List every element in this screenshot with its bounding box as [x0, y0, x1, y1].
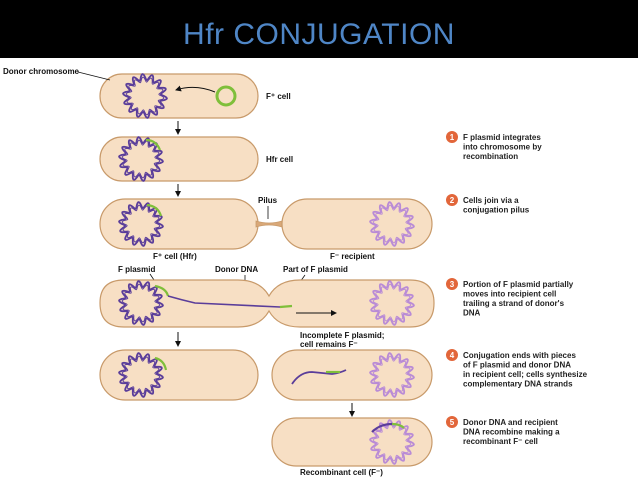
label-fminus-recipient: F⁻ recipient	[330, 252, 375, 261]
recombinant-chromosome	[369, 419, 415, 465]
recombined-f-segment	[391, 422, 405, 429]
recipient-chromosome-row3	[369, 201, 415, 247]
step-4-line-2: of F plasmid and donor DNA	[463, 361, 571, 370]
step-3-line-3: trailing a strand of donor's	[463, 299, 565, 308]
step-5-badge	[446, 416, 458, 428]
donor-chromosome-row3-inner-strand	[121, 204, 161, 244]
donor-chromosome-hfr-inner-strand	[121, 139, 161, 179]
label-fplus-cell: F⁺ cell	[266, 92, 291, 101]
step-4-line-3: in recipient cell; cells synthesize	[463, 370, 588, 379]
recipient-cell-after	[271, 349, 433, 401]
step-2-badge	[446, 194, 458, 206]
arrow-plasmid-integrates	[175, 85, 216, 93]
recipient-chromosome-row3-inner-strand	[372, 204, 412, 244]
recipient-chromosome-row5-inner-strand	[372, 355, 412, 395]
step-4-number: 4	[450, 351, 455, 360]
step-5-line-2: DNA recombine making a	[463, 428, 560, 437]
recipient-chromosome-row4-inner-strand	[372, 283, 412, 323]
donor-chromosome	[122, 73, 168, 119]
leader-donor-chromosome	[77, 71, 111, 81]
row-4-transfer: F plasmid Donor DNA Part of F plasmid	[99, 265, 435, 328]
f-plasmid-ring	[215, 85, 237, 107]
fplus-cell	[99, 73, 259, 119]
label-pilus: Pilus	[258, 196, 278, 205]
recipient-chromosome-row4	[369, 280, 415, 326]
label-donor-dna: Donor DNA	[215, 265, 258, 274]
step-3-line-4: DNA	[463, 309, 481, 318]
pilus-bridge	[255, 220, 283, 228]
step-3-line-1: Portion of F plasmid partially	[463, 280, 574, 289]
step-3-badge	[446, 278, 458, 290]
donor-chromosome-row3	[118, 201, 164, 247]
step-3-number: 3	[450, 280, 455, 289]
step-1-line-3: recombination	[463, 152, 518, 161]
donor-chromosome-row4-inner-strand	[121, 283, 161, 323]
donor-chromosome-hfr	[118, 136, 164, 182]
step-2-line-2: conjugation pilus	[463, 206, 530, 215]
recipient-cell	[281, 198, 433, 250]
donor-chromosome-row5	[118, 352, 164, 398]
recombinant-chromosome-inner-strand	[372, 422, 412, 462]
step-2-line-1: Cells join via a	[463, 196, 519, 205]
integrated-f-plasmid	[145, 138, 162, 151]
slide-title: Hfr CONJUGATION	[183, 18, 455, 51]
conjugation-diagram: Donor chromosome F⁺ cell Hfr cell	[0, 58, 638, 479]
step-5-number: 5	[450, 418, 455, 427]
hfr-cell	[99, 136, 259, 182]
row-3-pilus-join: Pilus F⁺ cell (Hfr) F⁻ recipient	[99, 196, 433, 261]
label-incomplete-line2: cell remains F⁻	[300, 340, 358, 349]
label-f-plasmid: F plasmid	[118, 265, 155, 274]
step-2-number: 2	[450, 196, 455, 205]
recombined-donor-dna	[371, 422, 393, 433]
recombinant-cell	[271, 417, 433, 467]
label-fplus-cell-hfr: F⁺ cell (Hfr)	[153, 252, 197, 261]
row-2-hfr-cell: Hfr cell	[99, 136, 293, 182]
donor-chromosome-inner-strand	[125, 76, 165, 116]
step-4-badge	[446, 349, 458, 361]
donor-chromosome-row4	[118, 280, 164, 326]
label-donor-chromosome: Donor chromosome	[3, 67, 80, 76]
step-1-line-1: F plasmid integrates	[463, 133, 541, 142]
step-1-line-2: into chromosome by	[463, 143, 542, 152]
step-1-badge	[446, 131, 458, 143]
transferred-f-plasmid-part	[279, 304, 293, 309]
donor-dna-piece	[291, 369, 347, 385]
row-1-fplus-cell: Donor chromosome F⁺ cell	[3, 67, 291, 119]
f-plasmid-row3	[146, 203, 163, 217]
donor-dna-strand	[167, 295, 281, 308]
step-3-line-2: moves into recipient cell	[463, 290, 556, 299]
donor-chromosome-row5-inner-strand	[121, 355, 161, 395]
row-5-separated	[99, 349, 433, 401]
step-4-line-1: Conjugation ends with pieces	[463, 351, 576, 360]
label-part-of-f-plasmid: Part of F plasmid	[283, 265, 348, 274]
hfr-cell-after	[99, 349, 259, 401]
f-plasmid-row4	[154, 284, 170, 297]
row-6-recombinant: Recombinant cell (F⁻)	[271, 417, 433, 477]
label-recombinant-cell: Recombinant cell (F⁻)	[300, 468, 383, 477]
step-1-number: 1	[450, 133, 455, 142]
joined-cells	[99, 279, 435, 328]
label-hfr-cell: Hfr cell	[266, 155, 293, 164]
f-plasmid-row5	[154, 356, 168, 371]
recipient-chromosome-row5	[369, 352, 415, 398]
label-incomplete-line1: Incomplete F plasmid;	[300, 331, 384, 340]
step-5-line-1: Donor DNA and recipient	[463, 418, 558, 427]
step-5-line-3: recombinant F⁻ cell	[463, 437, 538, 446]
diagram-canvas: Donor chromosome F⁺ cell Hfr cell	[3, 67, 588, 477]
step-4-line-4: complementary DNA strands	[463, 380, 573, 389]
